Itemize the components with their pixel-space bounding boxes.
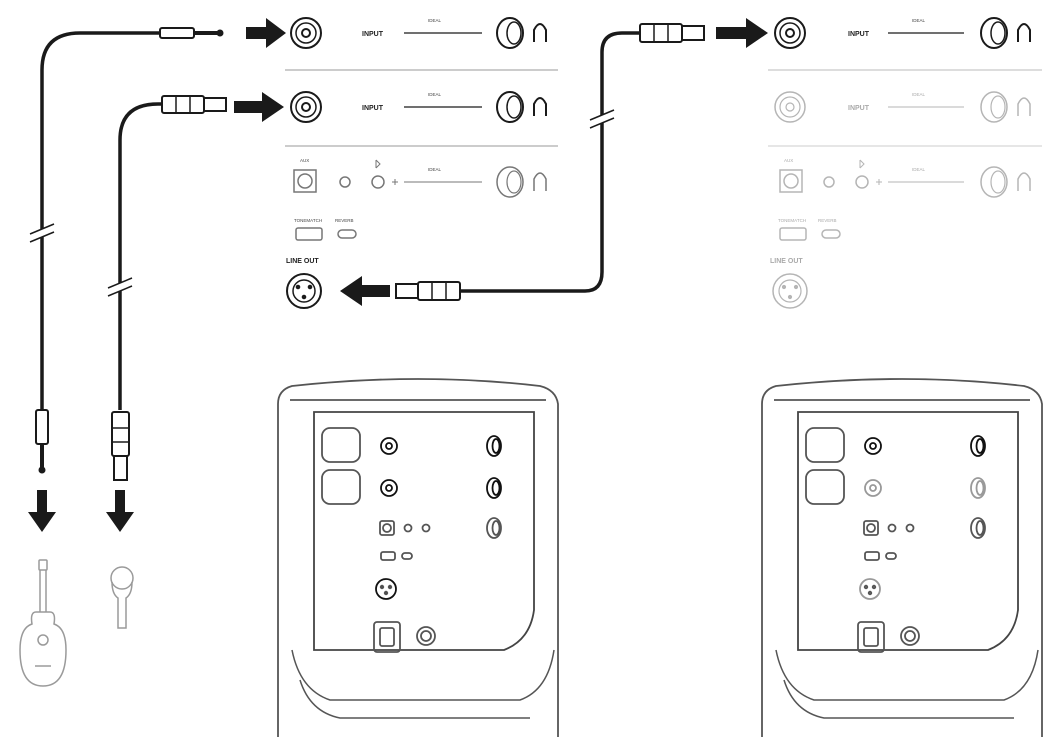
tonematch-button-icon: [779, 227, 807, 241]
channel-1-trim-label: IDEAL: [428, 18, 442, 23]
channel-1-row: INPUT IDEAL: [290, 17, 547, 49]
channel-3-row: AUX IDEAL: [293, 158, 547, 198]
channel-3-trim-label: IDEAL: [912, 167, 926, 172]
reverb-button-icon: [337, 229, 357, 239]
arrow-right-icon: [234, 92, 284, 122]
tonematch-button-icon: [295, 227, 323, 241]
quarter-inch-plug-icon: [35, 409, 49, 474]
volume-knob-icon: [980, 166, 1031, 198]
left-speaker: [277, 378, 559, 737]
xlr-output-jack-icon: [772, 273, 808, 309]
bluetooth-icon: [855, 159, 882, 189]
channel-1-label: INPUT: [362, 31, 384, 38]
aux-label: AUX: [784, 158, 793, 163]
volume-knob-icon: [980, 17, 1031, 49]
button-row: TONEMATCH REVERB: [294, 218, 357, 241]
mic-cable: [106, 95, 227, 481]
left-control-panel: INPUT IDEAL INPUT IDEAL: [285, 17, 558, 309]
speaker-panel: [321, 427, 502, 653]
arrow-right-icon: [716, 18, 768, 48]
channel-2-trim-label: IDEAL: [912, 92, 926, 97]
channel-3-trim-label: IDEAL: [428, 167, 442, 172]
speaker-panel: [805, 427, 986, 653]
aux-jack-icon: [293, 169, 351, 193]
guitar-icon: [19, 559, 67, 687]
bluetooth-icon: [371, 159, 398, 189]
xlr-plug-icon: [161, 95, 227, 114]
channel-1-trim-label: IDEAL: [912, 18, 926, 23]
volume-knob-icon: [496, 17, 547, 49]
channel-2-row: INPUT IDEAL: [290, 91, 547, 123]
channel-1-row: INPUT IDEAL: [774, 17, 1031, 49]
combo-jack-icon: [290, 17, 322, 49]
aux-label: AUX: [300, 158, 309, 163]
arrow-down-icon: [28, 490, 56, 532]
combo-jack-icon: [290, 91, 322, 123]
channel-2-label: INPUT: [848, 105, 870, 112]
reverb-label: REVERB: [818, 218, 837, 223]
reverb-label: REVERB: [335, 218, 354, 223]
combo-jack-icon: [774, 17, 806, 49]
aux-jack-icon: [779, 169, 835, 193]
quarter-inch-plug-icon: [159, 27, 224, 39]
tonematch-label: TONEMATCH: [294, 218, 322, 223]
line-out-label: LINE OUT: [770, 258, 803, 265]
volume-knob-icon: [980, 91, 1031, 123]
arrows: [28, 18, 768, 532]
xlr-plug-icon: [395, 281, 461, 301]
xlr-output-jack-icon: [286, 273, 322, 309]
arrow-left-icon: [340, 276, 390, 306]
guitar-cable: [28, 27, 224, 474]
microphone-icon: [110, 566, 134, 629]
channel-2-row: INPUT IDEAL: [774, 91, 1031, 123]
arrow-down-icon: [106, 490, 134, 532]
channel-3-row: AUX IDEAL: [779, 158, 1031, 198]
volume-knob-icon: [496, 166, 547, 198]
arrow-right-icon: [246, 18, 286, 48]
channel-1-label: INPUT: [848, 31, 870, 38]
reverb-button-icon: [821, 229, 841, 239]
channel-2-label: INPUT: [362, 105, 384, 112]
right-control-panel: INPUT IDEAL INPUT IDEAL: [768, 17, 1042, 309]
link-cable: [395, 23, 705, 301]
xlr-plug-icon: [639, 23, 705, 43]
right-speaker: [761, 378, 1043, 737]
button-row: TONEMATCH REVERB: [778, 218, 841, 241]
tonematch-label: TONEMATCH: [778, 218, 806, 223]
channel-2-trim-label: IDEAL: [428, 92, 442, 97]
xlr-plug-icon: [111, 411, 130, 481]
line-out-label: LINE OUT: [286, 258, 319, 265]
combo-jack-icon: [774, 91, 806, 123]
volume-knob-icon: [496, 91, 547, 123]
